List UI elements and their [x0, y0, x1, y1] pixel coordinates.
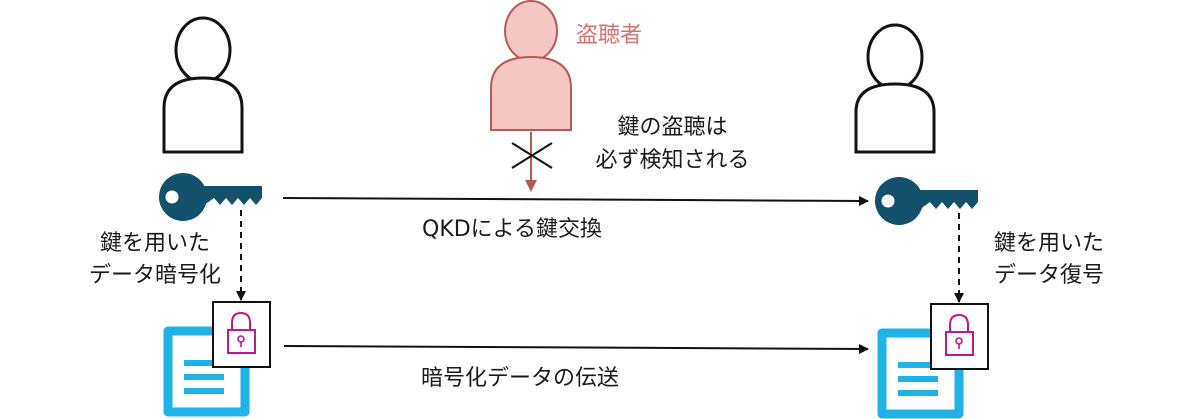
transfer-arrow [283, 343, 869, 354]
decrypt-note-line2: データ復号 [993, 263, 1104, 288]
receiver-person-icon [854, 23, 936, 154]
detection-note-line2: 必ず検知される [595, 148, 750, 173]
encrypt-note-line2: データ暗号化 [88, 263, 221, 288]
encrypt-note-line1: 鍵を用いた [99, 231, 210, 256]
eavesdropper-label: 盗聴者 [576, 23, 643, 48]
sender-padlock-icon [212, 301, 271, 368]
receiver-padlock-icon [930, 303, 989, 370]
detection-note-line1: 鍵の盗聴は [617, 115, 728, 140]
decrypt-note-line1: 鍵を用いた [993, 231, 1104, 256]
sender-person-icon [162, 16, 244, 154]
sender-key-icon [159, 173, 262, 221]
qkd-exchange-label: QKDによる鍵交換 [422, 217, 603, 242]
qkd-exchange-arrow [282, 195, 869, 206]
receiver-key-icon [875, 177, 978, 225]
cross-icon [511, 142, 553, 169]
eavesdropper-person-icon [490, 0, 572, 131]
transfer-label: 暗号化データの伝送 [421, 366, 620, 391]
